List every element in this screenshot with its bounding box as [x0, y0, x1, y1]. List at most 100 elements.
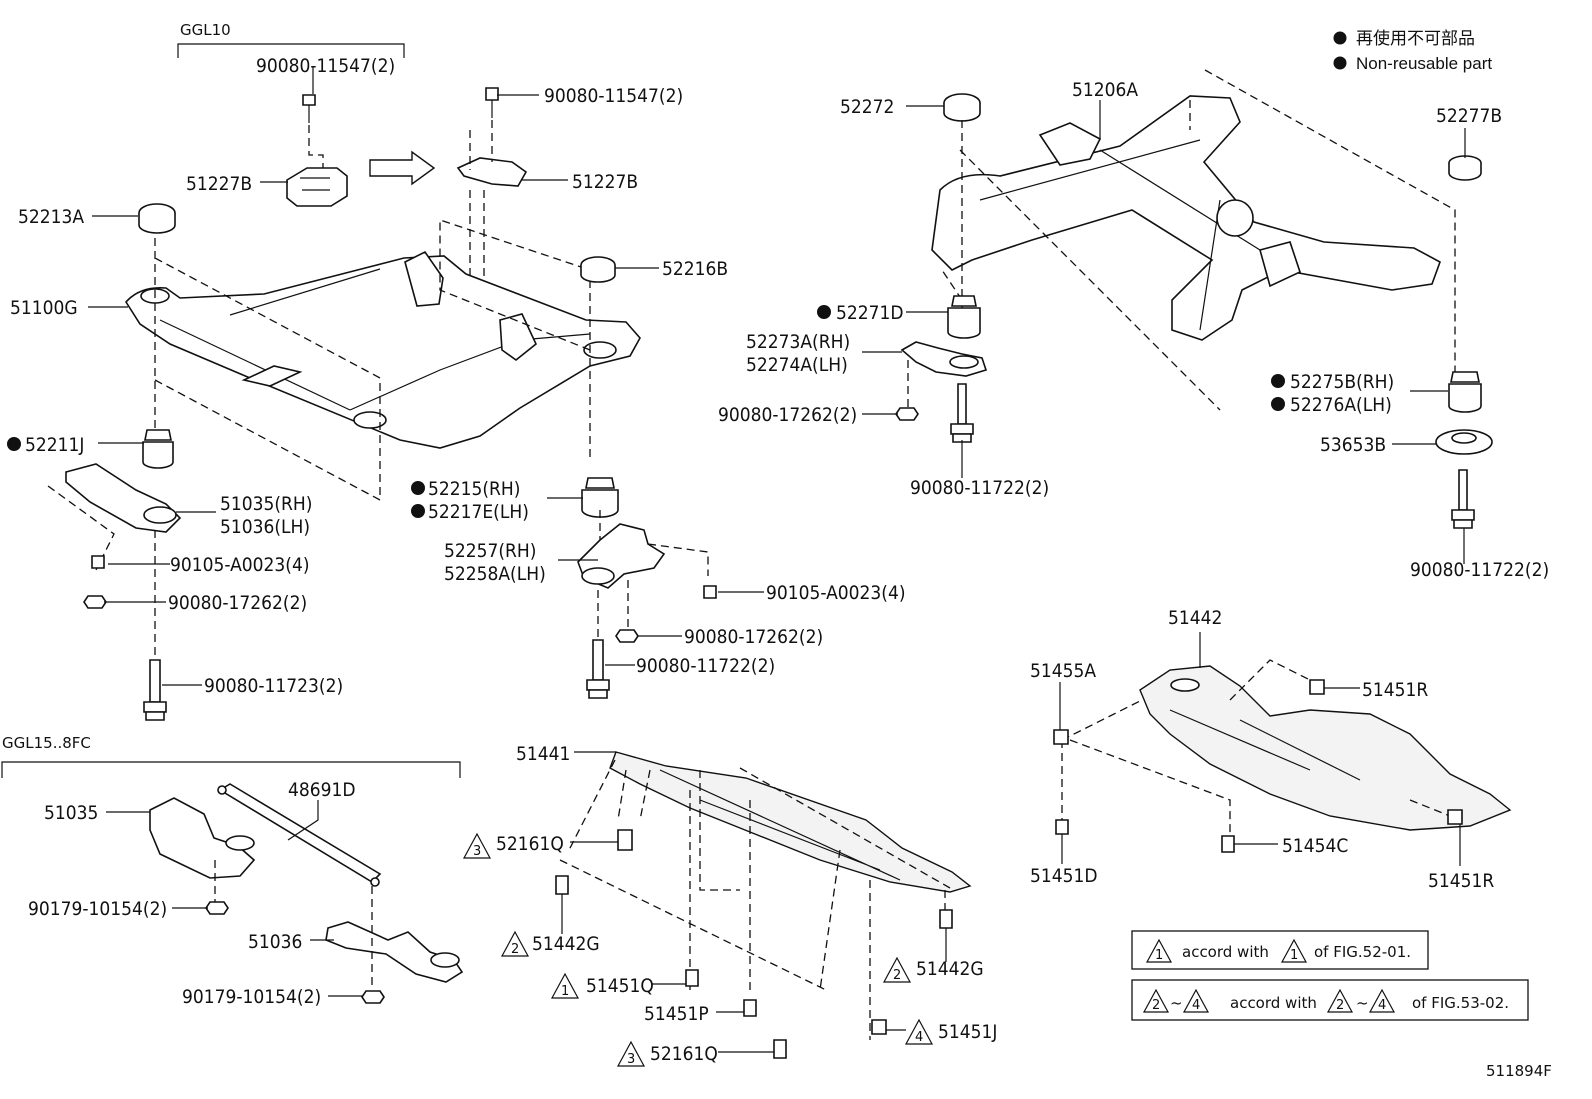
clip-52161q-part: [617, 829, 633, 851]
non-reusable-bullet-icon: [1271, 374, 1285, 388]
clip-51442g-b-part: [939, 909, 953, 929]
svg-text:3: 3: [473, 844, 481, 859]
part-label: 52213A: [18, 206, 84, 228]
figure-id: 511894F: [1486, 1062, 1552, 1080]
part-label: 53653B: [1320, 434, 1386, 456]
svg-text:4: 4: [915, 1030, 923, 1045]
svg-text:2: 2: [1336, 998, 1344, 1013]
bushing-52216b-part: [580, 256, 616, 283]
leader-dashed: [597, 510, 709, 640]
part-label: 90080-17262(2): [684, 626, 823, 648]
part-label: 51036: [248, 931, 302, 953]
non-reusable-bullet-icon: [1271, 397, 1285, 411]
nut-90080-17262-part: [83, 595, 107, 609]
part-label: 52272: [840, 96, 894, 118]
part-label: 90080-11547(2): [256, 55, 395, 77]
group-ggl10: GGL10: [177, 21, 405, 207]
bushing-52277b-part: [1448, 155, 1482, 181]
group-label-ggl10: GGL10: [180, 21, 231, 39]
triangle-icon: 1: [550, 972, 580, 999]
leader-dashed: [1061, 659, 1451, 840]
nut-90179-10154-b-part: [361, 990, 385, 1004]
bolt-90080-11722-part: [586, 639, 610, 699]
triangle-icon: 2: [500, 930, 530, 957]
svg-text:3: 3: [627, 1052, 635, 1067]
part-label: 52257(RH): [444, 540, 536, 562]
svg-text:1: 1: [1155, 948, 1163, 963]
part-label: 52277B: [1436, 105, 1502, 127]
svg-text:4: 4: [1378, 998, 1386, 1013]
part-label: 51442G: [532, 933, 600, 955]
non-reusable-bullet-icon: [411, 481, 425, 495]
part-label: 51451J: [938, 1021, 997, 1043]
triangle-icon: [1326, 988, 1354, 1013]
leader-dashed: [941, 69, 1456, 411]
bushing-52211j-part: [142, 429, 174, 469]
part-label: 90179-10154(2): [182, 986, 321, 1008]
triangle-icon: [1368, 988, 1396, 1013]
part-label: 52216B: [662, 258, 728, 280]
part-label: 52161Q: [650, 1043, 718, 1065]
part-labels: 90080-11547(2) 51227B 90080-11547(2) 512…: [7, 55, 1549, 1065]
svg-text:4: 4: [1192, 998, 1200, 1013]
part-label: 90080-11722(2): [636, 655, 775, 677]
triangle-icon: 2: [882, 956, 912, 983]
legend-en: Non-reusable part: [1356, 54, 1492, 73]
part-label: 51100G: [10, 297, 78, 319]
svg-text:2: 2: [511, 942, 519, 957]
bolt-90105-part: [91, 555, 105, 569]
part-label: 52217E(LH): [428, 501, 529, 523]
under-cover-51441-part: [609, 751, 972, 893]
non-reusable-bullet-icon: [1333, 31, 1347, 45]
part-label: 90105-A0023(4): [766, 582, 906, 604]
part-label: 51451P: [644, 1003, 709, 1025]
bracket-51227b-upgraded: [456, 87, 528, 340]
svg-text:1: 1: [561, 984, 569, 999]
triangle-icon: [1142, 988, 1170, 1013]
note-box-1: 1 accord with 1 of FIG.52-01.: [1131, 930, 1429, 970]
part-label: 51036(LH): [220, 516, 310, 538]
part-label: 52274A(LH): [746, 354, 848, 376]
part-label: 51455A: [1030, 660, 1096, 682]
rear-subframe-51206a-part: [931, 93, 1441, 341]
bracket-51035-b-part: [149, 797, 256, 879]
bracket-52257-part: [577, 523, 666, 589]
part-label: 90080-11722(2): [910, 477, 1049, 499]
part-label: 51442: [1168, 607, 1222, 629]
part-label: 51227B: [572, 171, 638, 193]
triangle-icon: [1280, 938, 1308, 963]
part-label: 51451R: [1428, 870, 1494, 892]
triangle-icon: 3: [462, 832, 492, 859]
leader-lines: [88, 66, 1466, 1053]
part-label: 52161Q: [496, 833, 564, 855]
part-label: 52276A(LH): [1290, 394, 1392, 416]
bushing-52271d-part: [947, 295, 981, 339]
bolt-51451p-part: [743, 999, 757, 1017]
part-label: 51227B: [186, 173, 252, 195]
bracket-52273a-part: [900, 341, 988, 377]
note-box-2: 2 ~ 4 accord with 2 ~ 4 of FIG.53-02.: [1131, 979, 1529, 1021]
leader-dashed: [559, 759, 951, 1040]
bolt-51451r-b-part: [1447, 809, 1463, 825]
part-label: 52271D: [836, 302, 904, 324]
note-text: of FIG.52-01.: [1314, 943, 1411, 961]
part-label: 51442G: [916, 958, 984, 980]
bolt-90105-b-part: [703, 585, 717, 599]
note-text: of FIG.53-02.: [1412, 994, 1509, 1012]
part-label: 90179-10154(2): [28, 898, 167, 920]
triangle-icon: 4: [904, 1018, 934, 1045]
svg-text:~: ~: [1356, 994, 1369, 1012]
svg-text:1: 1: [1290, 948, 1298, 963]
leader-dashed: [154, 219, 591, 501]
bushing-52275b-part: [1448, 371, 1482, 413]
part-label: 52215(RH): [428, 478, 520, 500]
clip-52161q-b-part: [773, 1039, 787, 1059]
note-text: accord with: [1230, 994, 1317, 1012]
clip-51442g-part: [555, 875, 569, 895]
leader-dashed: [308, 125, 324, 173]
svg-text:2: 2: [893, 968, 901, 983]
nut-90080-17262-c-part: [895, 407, 919, 421]
front-crossmember-51100g-part: [125, 203, 641, 449]
group-bracket: [1, 761, 461, 778]
